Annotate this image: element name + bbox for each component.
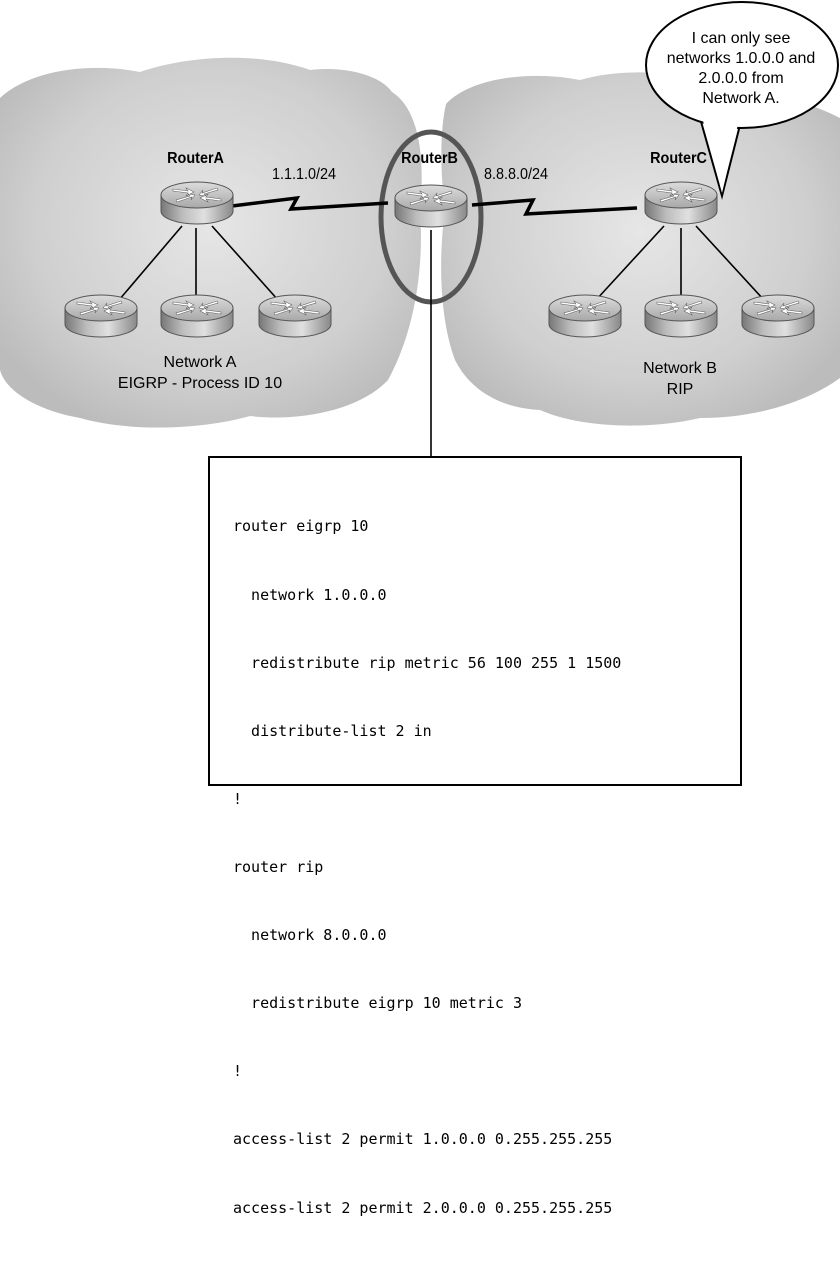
speech-bubble-line: I can only see bbox=[691, 30, 791, 47]
router-b-icon bbox=[394, 184, 468, 228]
network-b-cloud bbox=[441, 72, 840, 426]
config-line: router rip bbox=[233, 857, 324, 876]
speech-bubble bbox=[645, 1, 839, 200]
link-bc-label: 8.8.8.0/24 bbox=[484, 166, 549, 183]
network-b-label: Network B RIP bbox=[590, 358, 770, 400]
config-line: access-list 2 permit 1.0.0.0 0.255.255.2… bbox=[233, 1130, 613, 1149]
network-a-router-2-icon bbox=[160, 294, 234, 338]
network-b-links bbox=[595, 225, 765, 301]
config-line: network 8.0.0.0 bbox=[233, 926, 387, 945]
network-a-protocol: EIGRP - Process ID 10 bbox=[117, 375, 283, 392]
network-b-router-3-icon bbox=[741, 294, 815, 338]
config-line: redistribute rip metric 56 100 255 1 150… bbox=[233, 653, 622, 672]
link-ab-label: 1.1.1.0/24 bbox=[272, 166, 337, 183]
speech-bubble-text: I can only see networks 1.0.0.0 and 2.0.… bbox=[648, 29, 834, 109]
network-b-router-1-icon bbox=[548, 294, 622, 338]
router-a-label: RouterA bbox=[167, 150, 224, 167]
network-a-router-3-icon bbox=[258, 294, 332, 338]
config-line: redistribute eigrp 10 metric 3 bbox=[233, 994, 522, 1013]
config-line: access-list 2 permit 2.0.0.0 0.255.255.2… bbox=[233, 1198, 613, 1217]
router-b-label: RouterB bbox=[401, 150, 458, 167]
config-line: router eigrp 10 bbox=[233, 517, 369, 536]
network-a-links bbox=[118, 225, 279, 301]
speech-bubble-line: 2.0.0.0 from bbox=[698, 70, 784, 87]
config-line: ! bbox=[233, 789, 243, 808]
config-line: distribute-list 2 in bbox=[233, 721, 432, 740]
network-a-label: Network A EIGRP - Process ID 10 bbox=[70, 352, 330, 394]
config-listing: router eigrp 10 network 1.0.0.0 redistri… bbox=[233, 470, 621, 1265]
serial-link-bc bbox=[471, 198, 638, 216]
network-b-protocol: RIP bbox=[666, 381, 694, 398]
speech-bubble-line: Network A. bbox=[702, 90, 780, 107]
network-b-name: Network B bbox=[643, 360, 717, 377]
config-line: ! bbox=[233, 1062, 243, 1081]
network-a-router-1-icon bbox=[64, 294, 138, 338]
router-c-icon bbox=[644, 181, 718, 225]
router-b-config-box: router eigrp 10 network 1.0.0.0 redistri… bbox=[208, 456, 742, 1217]
network-diagram: RouterA RouterB RouterC 1.1.1.0/24 8.8.8… bbox=[0, 1, 840, 1217]
config-line: network 1.0.0.0 bbox=[233, 585, 387, 604]
router-c-label: RouterC bbox=[650, 150, 707, 167]
speech-bubble-line: networks 1.0.0.0 and bbox=[666, 50, 816, 67]
network-b-router-2-icon bbox=[644, 294, 718, 338]
diagram-canvas bbox=[0, 1, 840, 457]
network-a-name: Network A bbox=[163, 354, 237, 371]
serial-link-ab bbox=[231, 195, 389, 211]
router-a-icon bbox=[160, 181, 234, 225]
